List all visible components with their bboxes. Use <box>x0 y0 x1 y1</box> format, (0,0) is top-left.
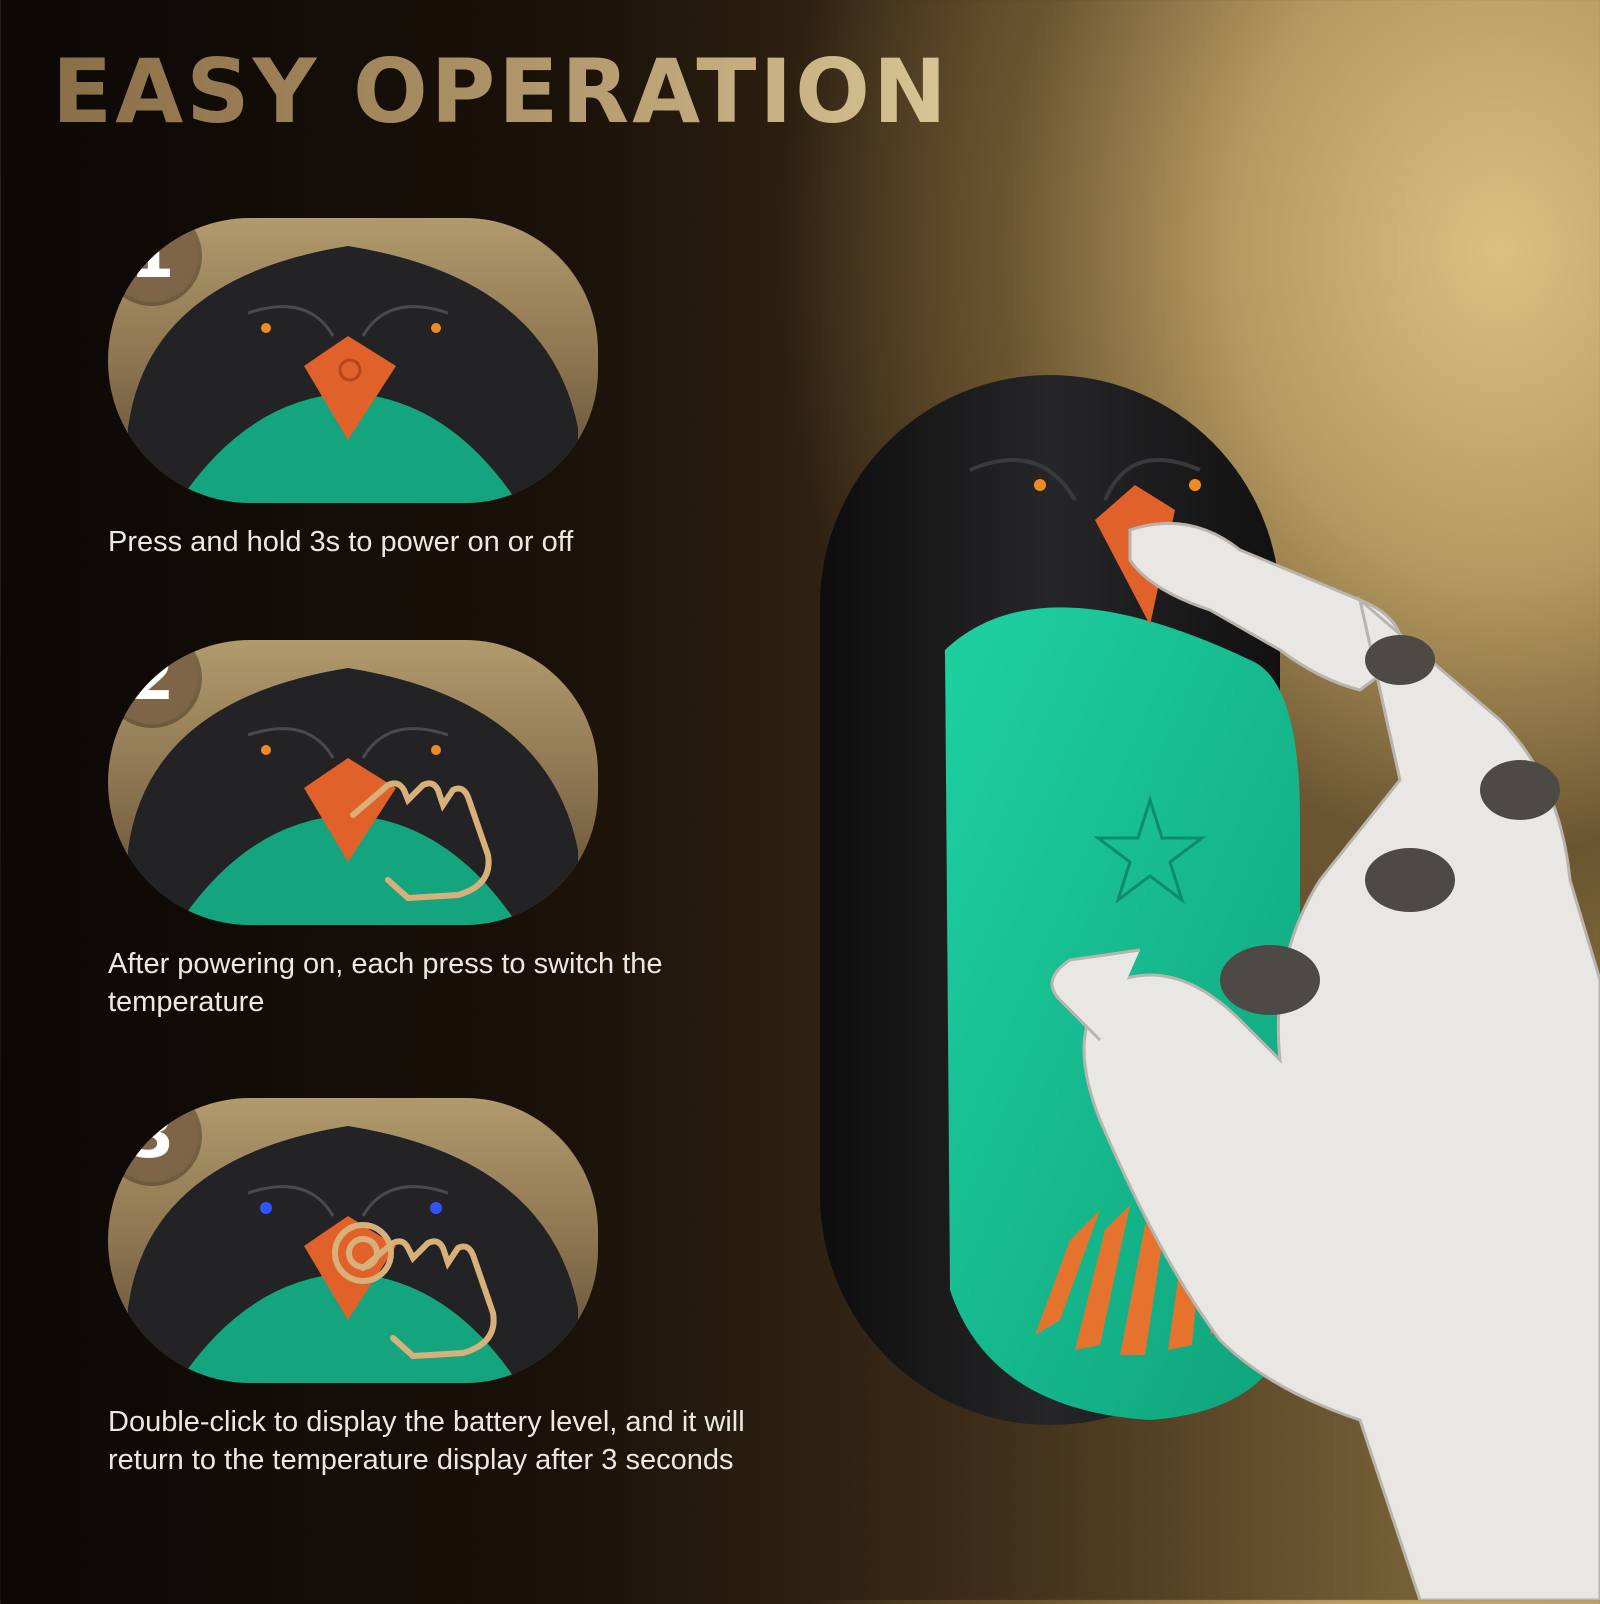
step-3: 3 Double-click to display the battery le… <box>108 1098 808 1479</box>
step-3-number-badge: 3 <box>108 1098 198 1182</box>
step-3-illustration: 3 <box>108 1098 598 1383</box>
robot-hand <box>1050 521 1600 1602</box>
step-1-beak <box>304 336 396 440</box>
step-1-number-badge: 1 <box>108 218 198 302</box>
step-1-caption: Press and hold 3s to power on or off <box>108 526 574 558</box>
step-2: 2 After powering on, each press to switc… <box>108 640 808 1021</box>
step-2-beak <box>304 758 396 862</box>
step-2-illustration: 2 <box>108 640 598 925</box>
step-2-right-eye <box>431 745 441 755</box>
step-1: 1 Press and hold 3s to power on or off <box>108 218 808 561</box>
step-1-illustration: 1 <box>108 218 598 503</box>
step-1-right-eye <box>431 323 441 333</box>
device-star-icon <box>1093 795 1207 905</box>
device-left-eye <box>1034 479 1046 491</box>
step-2-left-eye <box>261 745 271 755</box>
step-2-press-hand-icon <box>350 780 492 902</box>
step-2-number-badge: 2 <box>108 640 198 724</box>
step-1-left-eye <box>261 323 271 333</box>
device-right-eye <box>1189 479 1201 491</box>
page-title: EASY OPERATION <box>52 40 950 143</box>
step-3-double-click-hand-icon <box>332 1222 497 1360</box>
step-3-caption: Double-click to display the battery leve… <box>108 1406 745 1476</box>
step-2-caption: After powering on, each press to switch … <box>108 948 663 1018</box>
step-3-left-eye <box>260 1202 272 1214</box>
hand-warmer-device-photo <box>800 360 1600 1604</box>
step-3-right-eye <box>430 1202 442 1214</box>
